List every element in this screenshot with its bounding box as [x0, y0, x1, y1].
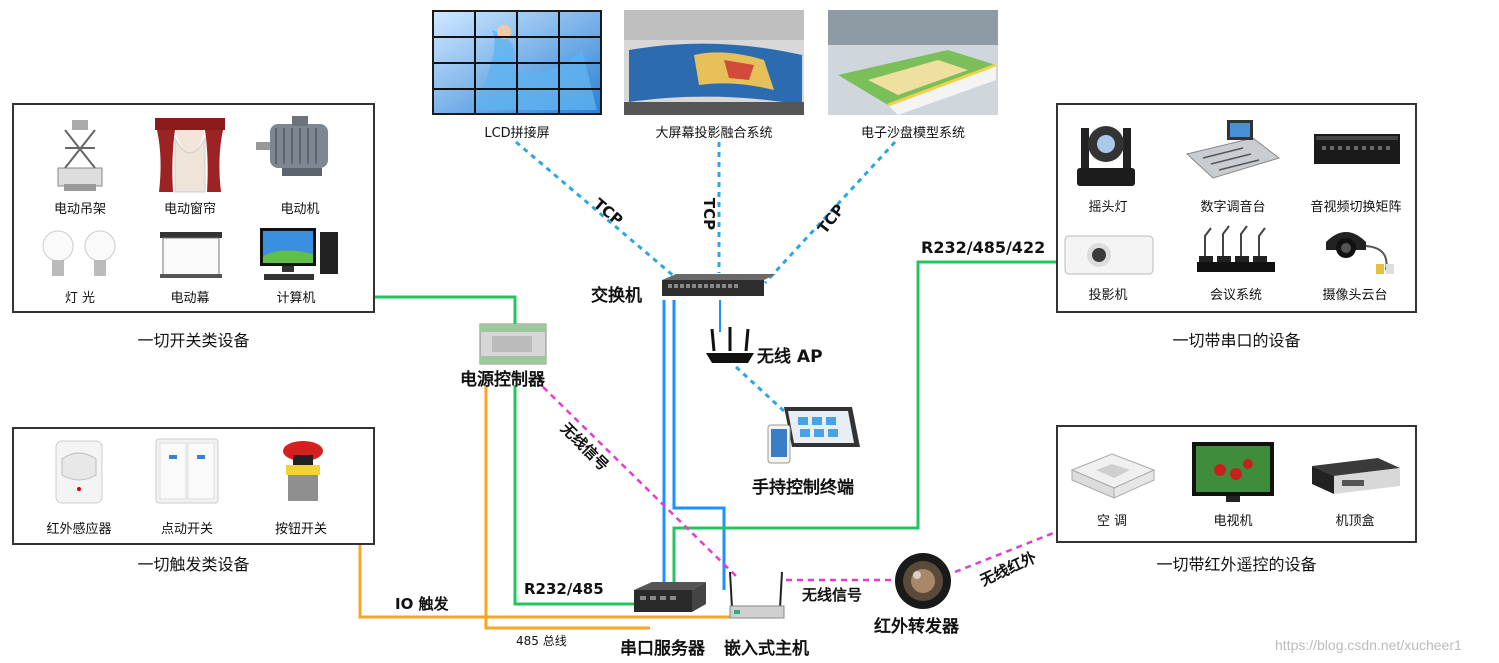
- power-switch-devices-link: [374, 295, 517, 326]
- serial-server-label: 串口服务器: [620, 639, 705, 659]
- tcp-link-sandtable: [763, 140, 897, 285]
- device-label: 数字调音台: [1200, 200, 1266, 215]
- device-label: 电动吊架: [53, 202, 106, 217]
- motorized-lift-icon: [50, 118, 110, 193]
- wall-switch-icon: [154, 437, 220, 505]
- wireless-signal-label: 无线信号: [802, 586, 863, 604]
- tablet-terminal-icon: [766, 403, 862, 465]
- bus-485-label: 485 总线: [516, 634, 567, 648]
- device-label: 机顶盒: [1335, 514, 1375, 529]
- wireless-ir-link: [954, 530, 1057, 574]
- serial-server-icon: [632, 580, 708, 614]
- sand-table-icon: [828, 10, 998, 115]
- set-top-box-icon: [1308, 454, 1402, 498]
- infrared-sensor-icon: [50, 437, 108, 507]
- device-label: 空 调: [1096, 514, 1128, 529]
- switch-devices-title: 一切开关类设备: [137, 331, 250, 350]
- r232-485-label: R232/485: [524, 580, 604, 598]
- device-label: 灯 光: [64, 291, 96, 306]
- electric-motor-icon: [252, 112, 344, 182]
- wifi-link-handheld: [734, 365, 787, 414]
- device-label: 红外感应器: [46, 522, 112, 537]
- display-label: 大屏幕投影融合系统: [655, 126, 773, 141]
- trigger-devices-title: 一切触发类设备: [137, 555, 250, 574]
- projection-screen-icon: [160, 232, 222, 280]
- power-serial-link: [513, 385, 635, 606]
- switch-host-link: [672, 300, 726, 590]
- device-label: 点动开关: [160, 522, 213, 537]
- device-label: 会议系统: [1209, 288, 1262, 303]
- device-label: 电动窗帘: [163, 202, 216, 217]
- ir-transmitter-icon: [893, 551, 953, 611]
- ir-devices-title: 一切带红外遥控的设备: [1156, 555, 1317, 574]
- embedded-host-label: 嵌入式主机: [724, 639, 809, 659]
- power-controller-label: 电源控制器: [460, 370, 545, 390]
- tcp-label: TCP: [700, 197, 719, 231]
- device-label: 电视机: [1213, 514, 1253, 529]
- wireless-router-icon: [704, 325, 756, 365]
- device-label: 计算机: [276, 291, 316, 306]
- tcp-link-lcd: [515, 140, 683, 285]
- television-icon: [1190, 440, 1276, 504]
- switch-label: 交换机: [591, 286, 642, 306]
- handheld-label: 手持控制终端: [752, 478, 854, 498]
- device-label: 音视频切换矩阵: [1310, 200, 1402, 215]
- display-label: LCD拼接屏: [484, 126, 550, 141]
- ir-transmitter-label: 红外转发器: [874, 617, 959, 637]
- lcd-video-wall-icon: [432, 10, 602, 115]
- device-label: 按钮开关: [274, 522, 327, 537]
- motorized-curtain-icon: [155, 118, 225, 193]
- io-trigger-label: IO 触发: [395, 595, 449, 613]
- projection-fusion-icon: [624, 10, 804, 115]
- wireless-ap-label: 无线 AP: [757, 347, 823, 367]
- device-label: 摄像头云台: [1322, 288, 1388, 303]
- ptz-camera-icon: [1320, 220, 1400, 280]
- mixing-console-icon: [1183, 118, 1283, 184]
- bus-485-link: [484, 385, 650, 630]
- device-label: 电动幕: [170, 291, 210, 306]
- watermark: https://blog.csdn.net/xucheer1: [1275, 637, 1462, 653]
- air-conditioner-icon: [1066, 440, 1158, 506]
- serial-devices-link: [672, 260, 1056, 583]
- device-label: 电动机: [280, 202, 320, 217]
- device-label: 摇头灯: [1088, 200, 1128, 215]
- push-button-icon: [278, 437, 328, 505]
- network-switch-icon: [660, 272, 778, 298]
- moving-head-light-icon: [1073, 118, 1139, 190]
- serial-devices-title: 一切带串口的设备: [1172, 331, 1301, 350]
- projector-icon: [1063, 230, 1155, 278]
- light-bulbs-icon: [40, 228, 120, 284]
- conference-system-icon: [1193, 222, 1279, 274]
- computer-icon: [258, 226, 342, 282]
- embedded-host-icon: [724, 570, 788, 622]
- wireless-signal-power-link: [542, 386, 739, 579]
- power-controller-icon: [478, 322, 548, 366]
- av-matrix-icon: [1312, 132, 1402, 168]
- display-label: 电子沙盘模型系统: [860, 126, 965, 141]
- device-label: 投影机: [1088, 288, 1128, 303]
- rs-serial-label: R232/485/422: [921, 238, 1046, 257]
